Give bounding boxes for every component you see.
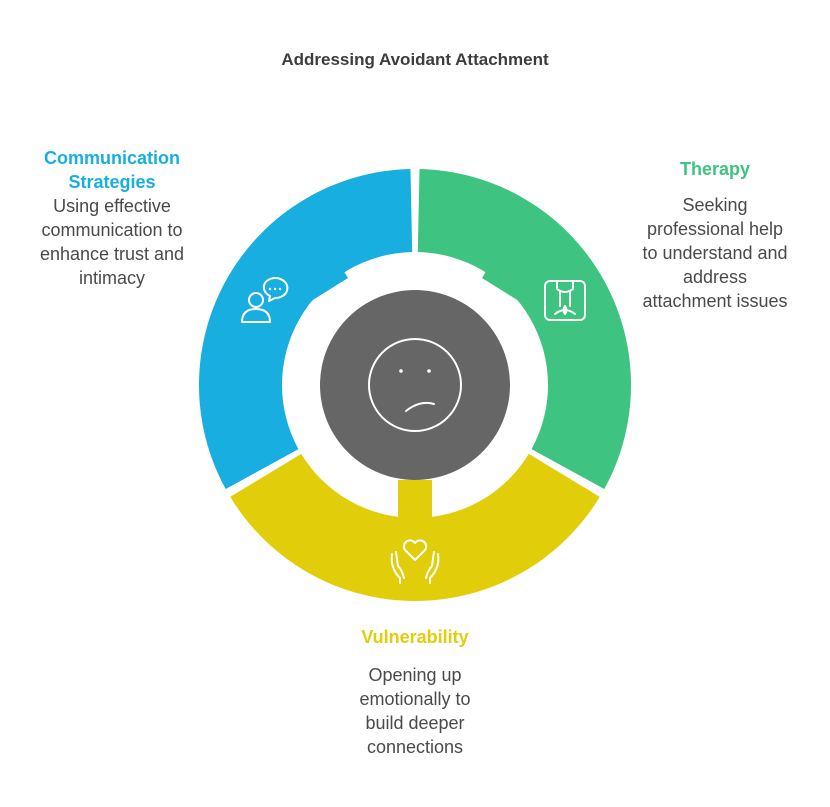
ring-segment-vulnerability [230,453,600,601]
diagram-title: Addressing Avoidant Attachment [281,50,549,69]
hands-heart-icon [390,539,440,584]
communication-heading-line: Communication [43,148,180,168]
connector-vulnerability [398,480,432,520]
communication-heading-line: Strategies [68,172,156,192]
communication-description-line: enhance trust and [39,244,185,264]
connector-communication [300,265,348,303]
vulnerability-description-line: emotionally to [359,689,471,709]
therapy-description-line: to understand and [642,243,788,263]
connector-therapy [482,265,530,303]
ring-segment-communication [198,169,413,490]
vulnerability-description-line: build deeper [365,713,465,733]
communication-block: Communication Strategies Using effective… [22,146,202,290]
therapy-description: Seeking professional help to understand … [620,193,810,313]
vulnerability-heading-line: Vulnerability [361,627,469,647]
therapy-heading-line: Therapy [679,159,751,179]
communication-description: Using effective communication to enhance… [22,194,202,290]
sad-face-icon [368,338,462,432]
speech-bubble-person-icon [241,277,289,323]
vulnerability-description-line: connections [366,737,464,757]
ring-segment-therapy [417,169,631,490]
therapy-description-line: Seeking [682,195,748,215]
communication-description-line: communication to [41,220,183,240]
center-circle [320,290,510,480]
communication-description-line: Using effective [53,196,171,216]
vulnerability-heading: Vulnerability [315,625,515,649]
therapy-description-line: attachment issues [642,291,788,311]
therapy-heading: Therapy [620,157,810,181]
therapy-description-line: professional help [646,219,784,239]
therapy-block: Therapy Seeking professional help to und… [620,157,810,313]
communication-heading: Communication Strategies [22,146,202,194]
therapist-coat-icon [544,280,586,321]
vulnerability-block: Vulnerability Opening up emotionally to … [315,625,515,759]
therapy-description-line: address [682,267,748,287]
communication-description-line: intimacy [78,268,145,288]
vulnerability-description-line: Opening up [368,665,462,685]
vulnerability-description: Opening up emotionally to build deeper c… [315,663,515,759]
